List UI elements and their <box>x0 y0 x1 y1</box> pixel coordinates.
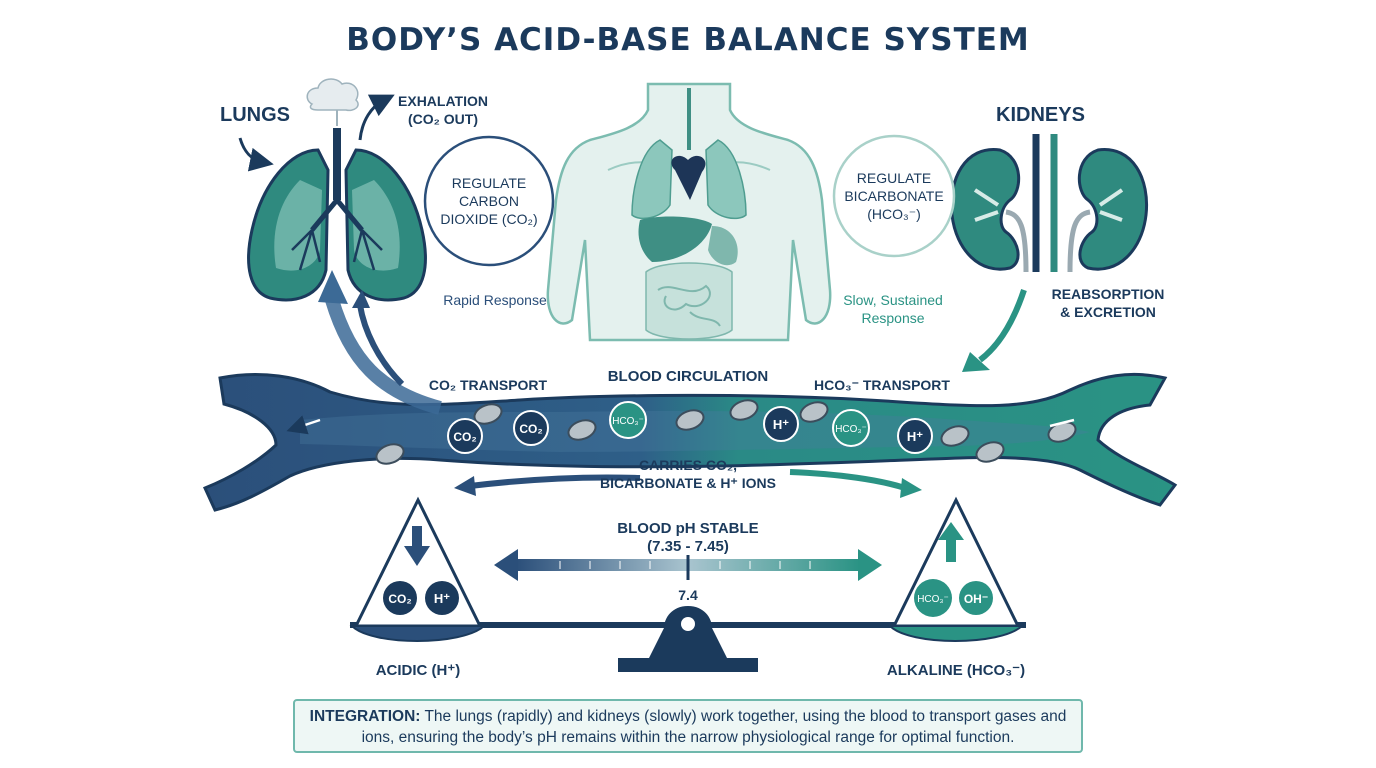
svg-text:HCO₃⁻: HCO₃⁻ <box>612 416 644 427</box>
kidneys-label: KIDNEYS <box>996 104 1085 126</box>
svg-text:H⁺: H⁺ <box>434 591 450 606</box>
co2-transport-label: CO₂ TRANSPORT <box>428 377 548 393</box>
rapid-response-label: Rapid Response <box>443 292 547 308</box>
ph-mark: 7.4 <box>678 587 698 603</box>
reabsorption-label: REABSORPTION & EXCRETION <box>1051 286 1165 320</box>
kidneys-illustration <box>949 134 1149 273</box>
page-title: BODY’S ACID-BASE BALANCE SYSTEM <box>346 22 1030 58</box>
kidneys-regulation-circle <box>832 134 956 258</box>
integration-box: INTEGRATION: The lungs (rapidly) and kid… <box>293 699 1083 753</box>
blood-vessel <box>202 372 1178 512</box>
alkaline-label: ALKALINE (HCO₃⁻) <box>886 662 1026 679</box>
hco3-transport-label: HCO₃⁻ TRANSPORT <box>814 377 950 393</box>
alkaline-hco3-molecule: HCO₃⁻ <box>914 579 952 617</box>
molecule-hco3-2: HCO₃⁻ <box>832 409 870 447</box>
svg-text:H⁺: H⁺ <box>773 417 789 432</box>
lungs-regulation-text: REGULATE CARBON DIOXIDE (CO₂) <box>440 175 538 227</box>
carries-right-arrow <box>789 469 906 491</box>
molecule-co2-1: CO₂ <box>447 418 483 454</box>
svg-text:CO₂: CO₂ <box>453 430 476 444</box>
integration-heading: INTEGRATION: <box>309 708 421 725</box>
lungs-label: LUNGS <box>220 104 290 126</box>
molecule-co2-2: CO₂ <box>513 410 549 446</box>
integration-text: The lungs (rapidly) and kidneys (slowly)… <box>361 708 1067 746</box>
svg-text:H⁺: H⁺ <box>907 429 923 444</box>
svg-text:CO₂: CO₂ <box>388 592 411 606</box>
svg-text:OH⁻: OH⁻ <box>964 592 988 606</box>
lungs-regulation-circle <box>423 135 555 267</box>
exhalation-label: EXHALATION (CO₂ OUT) <box>398 93 488 127</box>
torso-illustration <box>546 82 832 342</box>
molecule-h-1: H⁺ <box>763 406 799 442</box>
molecule-h-2: H⁺ <box>897 418 933 454</box>
from-kidneys-arrow <box>978 289 1027 363</box>
carries-left-arrow <box>469 474 641 489</box>
carries-label: CARRIES CO₂, BICARBONATE & H⁺ IONS <box>600 457 776 491</box>
blood-circulation-label: BLOOD CIRCULATION <box>607 368 769 385</box>
kidneys-regulation-text: REGULATE BICARBONATE (HCO₃⁻) <box>844 170 944 222</box>
acidic-co2-molecule: CO₂ <box>383 581 417 615</box>
svg-text:HCO₃⁻: HCO₃⁻ <box>835 424 867 435</box>
molecule-hco3-1: HCO₃⁻ <box>609 401 647 439</box>
svg-text:CO₂: CO₂ <box>519 422 542 436</box>
lungs-pointer-arrow <box>238 137 274 172</box>
lungs-illustration <box>247 78 427 302</box>
slow-response-label: Slow, Sustained Response <box>843 292 943 326</box>
acidic-label: ACIDIC (H⁺) <box>375 662 461 679</box>
to-lungs-arrow <box>325 297 442 415</box>
acidic-h-molecule: H⁺ <box>425 581 459 615</box>
exhalation-arrow <box>358 94 395 141</box>
svg-text:HCO₃⁻: HCO₃⁻ <box>917 594 949 605</box>
alkaline-oh-molecule: OH⁻ <box>959 581 993 615</box>
ph-title: BLOOD pH STABLE (7.35 - 7.45) <box>617 520 759 555</box>
